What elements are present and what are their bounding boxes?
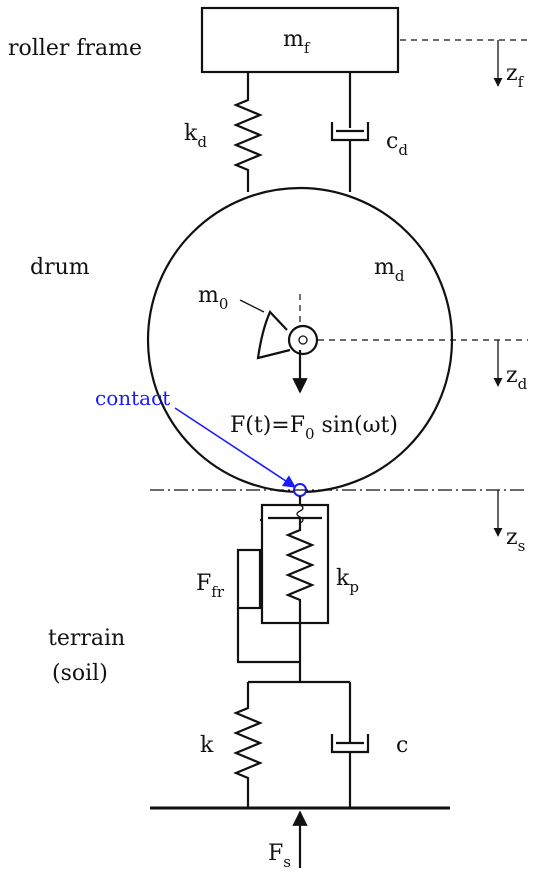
friction-force-label: Ffr bbox=[196, 571, 225, 601]
soil-damper bbox=[330, 682, 370, 808]
soil-spring-label: k bbox=[200, 733, 214, 758]
frame-displacement-label: zf bbox=[506, 61, 525, 91]
plastic-coil bbox=[296, 504, 304, 524]
excitation-force-label: F(t)=F0 sin(ωt) bbox=[230, 413, 398, 443]
plastic-spring-label: kp bbox=[336, 566, 359, 596]
contact-label: contact bbox=[95, 386, 170, 410]
eccentric-mass bbox=[256, 310, 291, 360]
soil-label: (soil) bbox=[52, 661, 108, 686]
drum-damper-label: cd bbox=[386, 129, 408, 159]
eccentric-mass-label: m0 bbox=[198, 283, 228, 313]
soil-spring bbox=[233, 682, 263, 808]
drum-mass-label: md bbox=[374, 255, 405, 285]
roller-frame-label: roller frame bbox=[8, 36, 142, 61]
plastic-spring bbox=[285, 518, 315, 662]
soil-displacement-label: zs bbox=[506, 525, 525, 555]
friction-block bbox=[236, 548, 262, 610]
soil-reaction-label: Fs bbox=[268, 841, 291, 871]
eccentric-shaft-inner bbox=[298, 335, 308, 345]
soil-damper-label: c bbox=[396, 733, 408, 758]
eccentric-pointer bbox=[239, 299, 265, 313]
terrain-label: terrain bbox=[48, 626, 125, 651]
drum-spring-label: kd bbox=[184, 121, 207, 151]
plastic-housing bbox=[260, 503, 330, 625]
drum-damper bbox=[330, 72, 370, 192]
drum-label: drum bbox=[30, 255, 90, 280]
drum-spring bbox=[233, 72, 263, 192]
frame-mass-block bbox=[200, 6, 400, 74]
drum-displacement-label: zd bbox=[506, 363, 528, 393]
friction-link bbox=[236, 608, 300, 664]
eccentric-shaft-outer bbox=[287, 324, 319, 356]
frame-mass-label: mf bbox=[283, 27, 311, 57]
contact-arrow bbox=[174, 407, 297, 488]
